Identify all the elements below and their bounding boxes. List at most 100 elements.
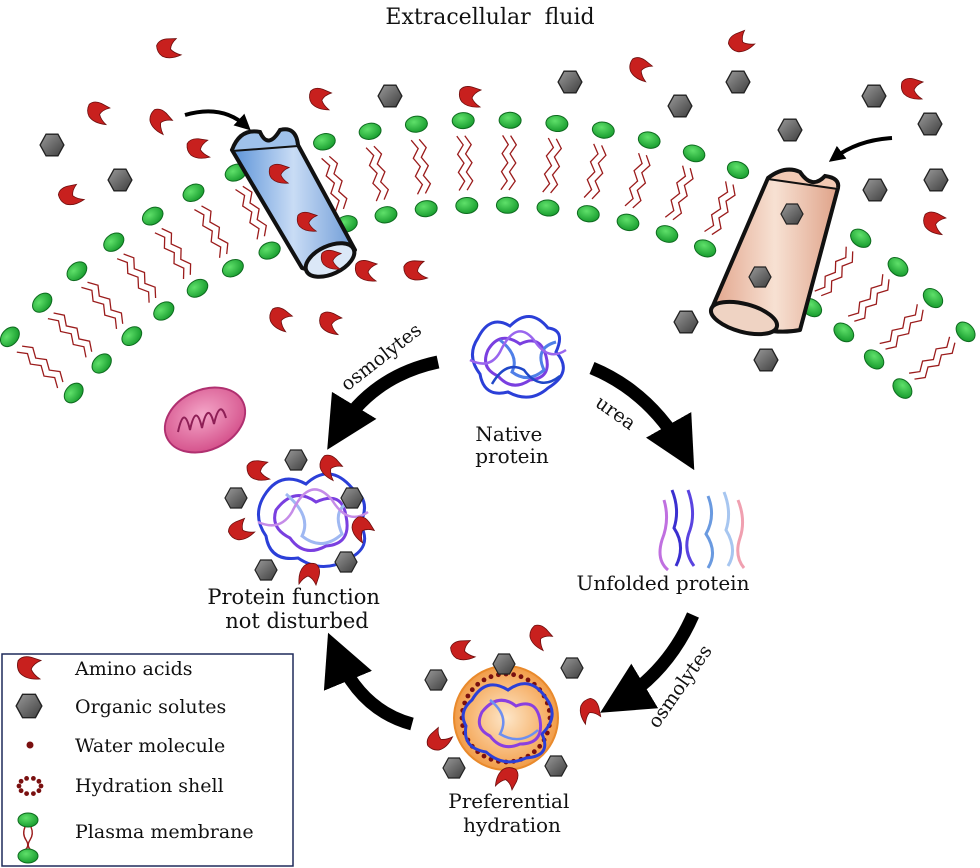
legend-label: Water molecule bbox=[75, 735, 225, 757]
organic-solute-icon bbox=[777, 118, 803, 142]
lipid-molecule bbox=[892, 321, 976, 399]
amino-acid-icon bbox=[55, 180, 86, 211]
organic-solute-icon bbox=[340, 487, 364, 509]
hydrated-protein bbox=[453, 665, 559, 771]
legend-item-amino-acids: Amino acids bbox=[17, 656, 193, 680]
water-molecule bbox=[511, 672, 516, 678]
amino-acid-icon bbox=[85, 100, 111, 126]
legend-label: Amino acids bbox=[74, 658, 193, 680]
preferential-hydration-label-line-2: hydration bbox=[463, 813, 561, 837]
organic-solute-icon bbox=[39, 133, 65, 157]
organic-solute-icon bbox=[424, 669, 448, 691]
organic-solute-icon bbox=[673, 310, 699, 334]
organic-solute-icon bbox=[492, 653, 516, 675]
amino-acid-icon bbox=[921, 210, 947, 236]
lipid-molecule bbox=[863, 288, 944, 370]
water-molecule bbox=[488, 674, 494, 680]
unfolded-protein bbox=[658, 489, 746, 572]
amino-acid-icon bbox=[265, 304, 295, 333]
water-molecule bbox=[481, 677, 487, 683]
organic-solute-icon bbox=[917, 112, 943, 136]
amino-acid-icon bbox=[625, 54, 655, 83]
legend: Amino acids Organic solutes Water molecu… bbox=[1, 653, 294, 867]
lipid-molecule bbox=[66, 261, 143, 346]
amino-acid-icon bbox=[354, 260, 378, 282]
lipid-molecule bbox=[833, 257, 909, 343]
water-molecule bbox=[525, 677, 531, 683]
plasma-membrane bbox=[0, 111, 976, 404]
organic-solute-icon bbox=[442, 757, 466, 779]
protein-function-label: Protein function not disturbed bbox=[207, 585, 386, 633]
plasma-membrane-icon bbox=[17, 812, 39, 864]
lipid-molecule bbox=[536, 114, 569, 217]
lipid-molecule bbox=[0, 326, 84, 404]
amino-acid-icon bbox=[245, 458, 272, 484]
water-molecule bbox=[469, 687, 475, 693]
legend-item-water-molecule: Water molecule bbox=[26, 735, 225, 757]
organic-solute-icon bbox=[15, 693, 43, 719]
arrow-into-amino-channel bbox=[184, 109, 251, 131]
amino-acid-icon bbox=[900, 78, 924, 100]
water-molecule bbox=[518, 674, 524, 680]
native-protein-label-line-1: Native bbox=[475, 422, 542, 446]
lipid-molecule bbox=[141, 206, 209, 298]
water-molecule bbox=[465, 693, 471, 699]
water-molecule-icon bbox=[26, 741, 34, 749]
lipid-molecule bbox=[693, 160, 750, 258]
amino-acid-icon bbox=[308, 87, 333, 111]
protein-function-label-line-1: Protein function bbox=[207, 585, 380, 609]
amino-acid-icon bbox=[574, 695, 605, 726]
arrow-unfolded-to-hydration bbox=[600, 612, 699, 713]
organic-solute-icon bbox=[923, 168, 949, 192]
lipid-molecule bbox=[358, 122, 398, 224]
lipid-molecule bbox=[32, 292, 112, 374]
hydration-shell-icon bbox=[16, 776, 44, 796]
legend-box bbox=[1, 653, 294, 867]
organic-solute-icon bbox=[862, 178, 888, 202]
arrow-into-solute-channel bbox=[828, 136, 893, 162]
amino-acid-icon bbox=[458, 86, 482, 108]
amino-acid-icon bbox=[185, 136, 212, 162]
organic-solute-icon bbox=[334, 551, 358, 573]
amino-acid-icon bbox=[144, 105, 175, 136]
legend-item-plasma-membrane: Plasma membrane bbox=[17, 812, 254, 864]
lipid-molecule bbox=[655, 144, 706, 243]
legend-item-hydration-shell: Hydration shell bbox=[16, 775, 224, 797]
amino-acid-icon bbox=[524, 621, 555, 652]
cycle-arrows bbox=[184, 109, 893, 731]
lipid-molecule bbox=[103, 232, 175, 321]
water-molecule bbox=[481, 753, 487, 759]
stabilized-protein bbox=[252, 457, 369, 573]
native-protein-label: Native protein bbox=[475, 422, 549, 468]
amino-acid-icon bbox=[154, 34, 183, 63]
legend-label: Plasma membrane bbox=[75, 821, 254, 843]
preferential-hydration-label: Preferential hydration bbox=[448, 789, 575, 837]
organic-solute-icon bbox=[377, 84, 403, 108]
amino-acid-icon bbox=[225, 515, 256, 546]
protein-function-label-line-2: not disturbed bbox=[225, 609, 369, 633]
organic-solute-icon bbox=[284, 449, 308, 471]
organic-solute-icon bbox=[107, 168, 133, 192]
water-molecule bbox=[475, 681, 481, 687]
legend-item-organic-solutes: Organic solutes bbox=[15, 693, 226, 719]
lipid-molecule bbox=[495, 111, 522, 214]
water-molecule bbox=[531, 749, 537, 755]
organic-solute-icon bbox=[725, 70, 751, 94]
organic-solute-icon bbox=[753, 348, 779, 372]
lipid-molecule bbox=[224, 163, 281, 260]
amino-acid-icon bbox=[317, 310, 343, 336]
amino-acid-icon bbox=[401, 257, 429, 284]
unfolded-protein-label: Unfolded protein bbox=[577, 571, 750, 595]
lipid-molecule bbox=[616, 131, 661, 232]
amino-acid-icon bbox=[448, 636, 477, 665]
water-molecule bbox=[544, 730, 550, 736]
osmolytes-right-label: osmolytes bbox=[644, 641, 717, 732]
native-protein-label-line-2: protein bbox=[475, 444, 549, 468]
arrow-native-to-unfolded bbox=[589, 361, 695, 471]
native-protein bbox=[469, 312, 567, 404]
arrow-hydration-to-function bbox=[323, 632, 414, 731]
legend-label: Hydration shell bbox=[75, 775, 224, 797]
extracellular-fluid-label: Extracellular fluid bbox=[385, 5, 594, 30]
preferential-hydration-label-line-1: Preferential bbox=[448, 789, 569, 813]
lipid-molecule bbox=[576, 121, 615, 223]
